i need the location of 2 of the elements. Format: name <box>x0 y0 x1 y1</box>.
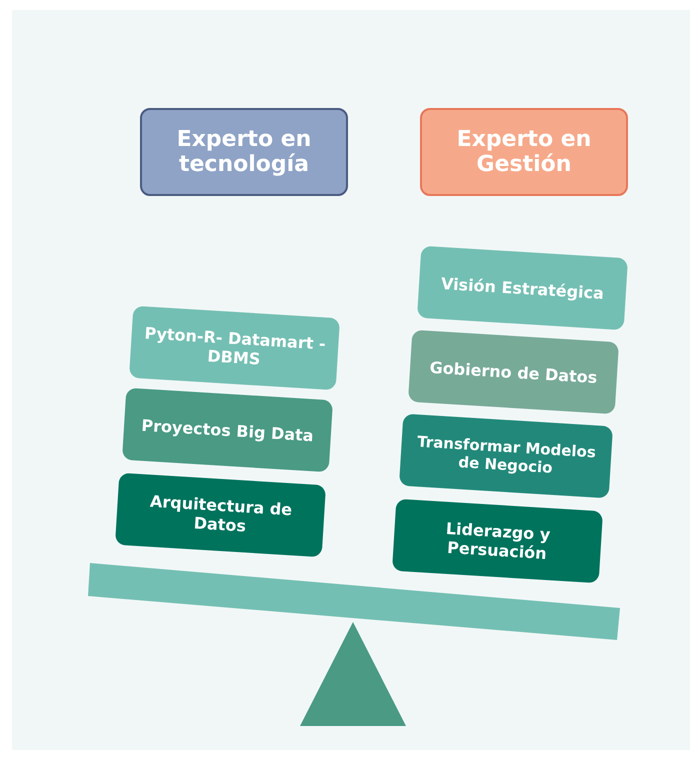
heading-box: Experto en tecnología <box>140 108 348 196</box>
heading-box: Experto en Gestión <box>420 108 628 196</box>
